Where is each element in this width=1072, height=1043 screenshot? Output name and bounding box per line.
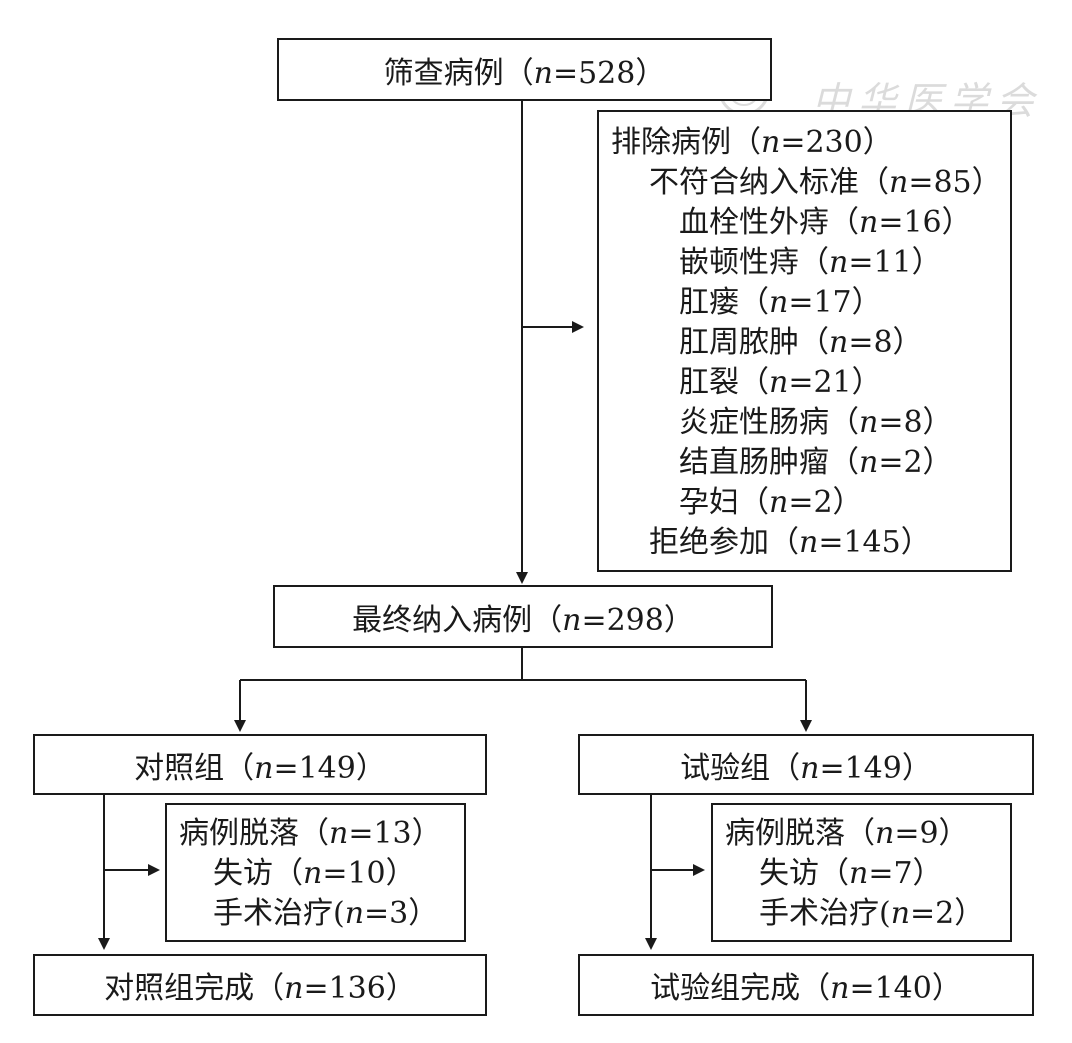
trial-group-text: 试验组（n=149） bbox=[680, 750, 932, 786]
screening-box: 筛查病例（n=528） bbox=[277, 38, 772, 101]
reason-item: 嵌顿性痔（n=11） bbox=[679, 245, 942, 280]
reason-item: 肛周脓肿（n=8） bbox=[679, 325, 923, 360]
reason-item: 肛裂（n=21） bbox=[679, 365, 882, 400]
reason-item: 结直肠肿瘤（n=2） bbox=[679, 445, 953, 480]
control-group-text: 对照组（n=149） bbox=[134, 750, 386, 786]
excluded-title: 排除病例（n=230） bbox=[611, 125, 893, 160]
trial-completed-text: 试验组完成（n=140） bbox=[650, 971, 962, 1006]
enrolled-box: 最终纳入病例（n=298） bbox=[273, 585, 773, 648]
not-meeting-criteria: 不符合纳入标准（n=85） bbox=[649, 165, 1002, 200]
refused-participation: 拒绝参加（n=145） bbox=[649, 525, 931, 560]
control-completed-box: 对照组完成（n=136） bbox=[33, 954, 487, 1016]
enrolled-text: 最终纳入病例（n=298） bbox=[352, 602, 694, 638]
control-dropout-title: 病例脱落（n=13） bbox=[179, 816, 442, 851]
reason-item: 肛瘘（n=17） bbox=[679, 285, 882, 320]
control-group-box: 对照组（n=149） bbox=[33, 734, 487, 795]
trial-completed-box: 试验组完成（n=140） bbox=[578, 954, 1034, 1016]
reason-item: 血栓性外痔（n=16） bbox=[679, 205, 972, 240]
control-dropout-box: 病例脱落（n=13） 失访（n=10） 手术治疗(n=3） bbox=[165, 803, 466, 942]
reason-item: 孕妇（n=2） bbox=[679, 485, 863, 520]
trial-dropout-box: 病例脱落（n=9） 失访（n=7） 手术治疗(n=2） bbox=[711, 803, 1012, 942]
control-surgery: 手术治疗(n=3） bbox=[213, 896, 439, 931]
trial-group-box: 试验组（n=149） bbox=[578, 734, 1034, 795]
trial-lost-followup: 失访（n=7） bbox=[759, 856, 943, 891]
excluded-box: 排除病例（n=230） 不符合纳入标准（n=85） 血栓性外痔（n=16） 嵌顿… bbox=[597, 110, 1012, 572]
reason-item: 炎症性肠病（n=8） bbox=[679, 405, 953, 440]
control-completed-text: 对照组完成（n=136） bbox=[104, 971, 416, 1006]
control-lost-followup: 失访（n=10） bbox=[213, 856, 416, 891]
trial-surgery: 手术治疗(n=2） bbox=[759, 896, 985, 931]
trial-dropout-title: 病例脱落（n=9） bbox=[725, 816, 969, 851]
screening-text: 筛查病例（n=528） bbox=[383, 55, 666, 91]
